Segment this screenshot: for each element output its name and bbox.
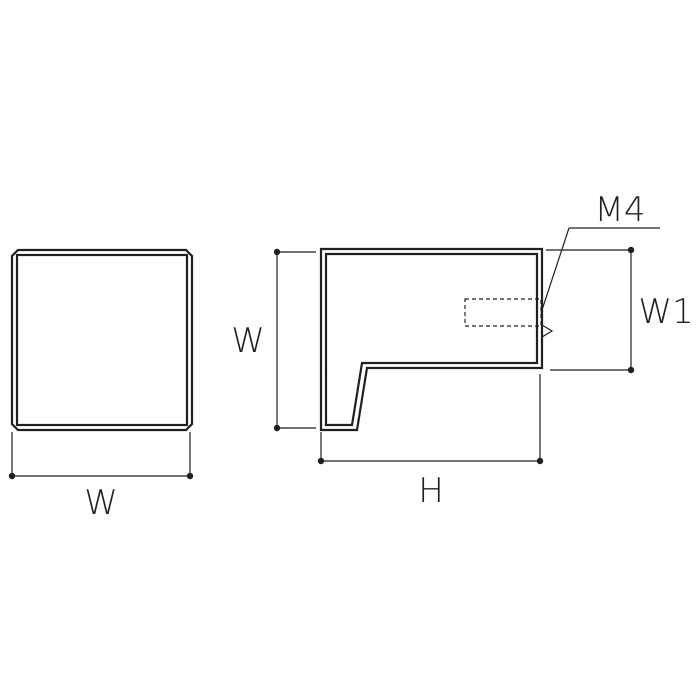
side-length-terminator-right [536,457,544,465]
front-width-terminator-left [8,472,16,480]
thread-label: M4 [595,190,646,230]
side-height-terminator-top [273,248,281,256]
hole-offset-label: W1 [638,292,693,332]
hole-offset-dimension: W1 [546,246,694,374]
thread-leader-line [540,227,570,314]
threaded-hole-hidden [464,298,542,327]
side-height-terminator-bottom [273,424,281,432]
front-width-dimension: W [8,432,194,523]
side-length-terminator-left [317,457,325,465]
side-view [319,247,554,432]
side-view-outer-outline [319,247,544,432]
thread-callout: M4 [540,190,660,314]
side-length-label: H [418,471,444,511]
side-height-label: W [231,321,265,361]
front-view [10,248,194,432]
side-view-inner-outline [324,252,539,427]
hole-offset-terminator-bottom [627,366,635,374]
side-height-dimension: W [231,248,316,432]
front-view-inner-outline [15,253,189,427]
front-view-outer-outline [10,248,194,432]
threaded-hole-tip [541,324,554,338]
side-length-dimension: H [317,374,544,511]
front-width-terminator-right [186,472,194,480]
front-width-label: W [84,483,118,523]
hole-offset-terminator-top [627,246,635,254]
